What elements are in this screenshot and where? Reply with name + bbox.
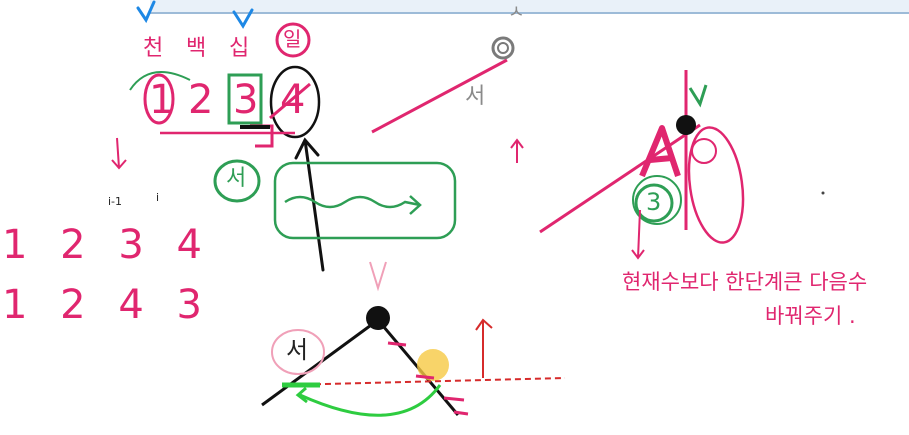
gray-scribble-circle (491, 36, 515, 60)
green-swap-arrow (295, 384, 442, 417)
place-label-hundreds: 백 (186, 36, 207, 61)
pink-small-arrow-down-right (631, 209, 645, 260)
pink-ellipse-left-label (271, 329, 325, 375)
pink-small-circle-right (691, 138, 717, 164)
gray-bottom-label: 서 (465, 84, 486, 109)
pink-triangle-A (639, 125, 681, 178)
sequence-1: 1 2 3 4 (2, 222, 212, 268)
pink-tick-1 (387, 341, 407, 347)
gray-scribble-circle-inner (497, 42, 509, 54)
pink-diagonal-line (371, 58, 508, 134)
pink-ellipse-right (687, 126, 745, 244)
digit-4: 4 (280, 77, 306, 123)
digit-2: 2 (188, 77, 214, 123)
bottom-tree-left-label: 서 (286, 336, 309, 364)
index-label-i: i (156, 191, 160, 204)
green-wavy-arrow (284, 195, 422, 215)
arc-green-over-1 (129, 71, 191, 91)
green-circle-3-outer (632, 175, 682, 225)
blue-check-mark-1 (136, 0, 156, 24)
index-label-i-minus-1: i-1 (108, 195, 123, 208)
pink-tick-3 (443, 396, 465, 402)
place-label-ones: 일 (283, 27, 302, 51)
green-circle-left-label (213, 159, 261, 203)
blue-check-mark-2 (232, 8, 254, 29)
dot-right (821, 191, 825, 195)
green-check-right (688, 84, 708, 108)
circle-digit-4-black (269, 65, 321, 139)
box-digit-3 (227, 73, 263, 125)
pink-v-mark-bottom (369, 261, 387, 292)
bottom-tree-root-node (366, 306, 390, 330)
note-line-2: 바꿔주기 . (765, 304, 856, 328)
note-line-1: 현재수보다 한단계큰 다음수 (622, 270, 868, 294)
digit-3: 3 (233, 77, 259, 123)
red-up-arrow-bottom (475, 318, 493, 378)
pink-tick-4 (453, 410, 469, 416)
gray-top-label: ㅅ (508, 2, 525, 23)
place-label-thousands: 천 (143, 36, 164, 61)
slash-digit-4 (269, 82, 311, 120)
place-label-tens: 십 (229, 36, 250, 61)
pink-up-arrow-mid (510, 138, 524, 163)
green-circle-3 (634, 183, 674, 223)
digit-1: 1 (149, 77, 175, 123)
sequence-2: 1 2 4 3 (2, 282, 212, 328)
yellow-highlight-circle (417, 349, 449, 381)
circle-place-ones (275, 22, 311, 58)
black-arrow-up (294, 137, 325, 272)
green-box-range (273, 161, 457, 240)
pink-arrow-down (111, 137, 127, 170)
circle-digit-1 (143, 73, 175, 125)
black-node-right (676, 115, 696, 135)
top-toolbar-edge (150, 0, 909, 14)
pivot-circle-label: 3 (646, 188, 662, 216)
pink-tick-2 (415, 374, 435, 380)
pink-long-diagonal (539, 123, 701, 234)
left-green-label: 서 (226, 166, 247, 191)
red-dashed-line (284, 377, 566, 386)
